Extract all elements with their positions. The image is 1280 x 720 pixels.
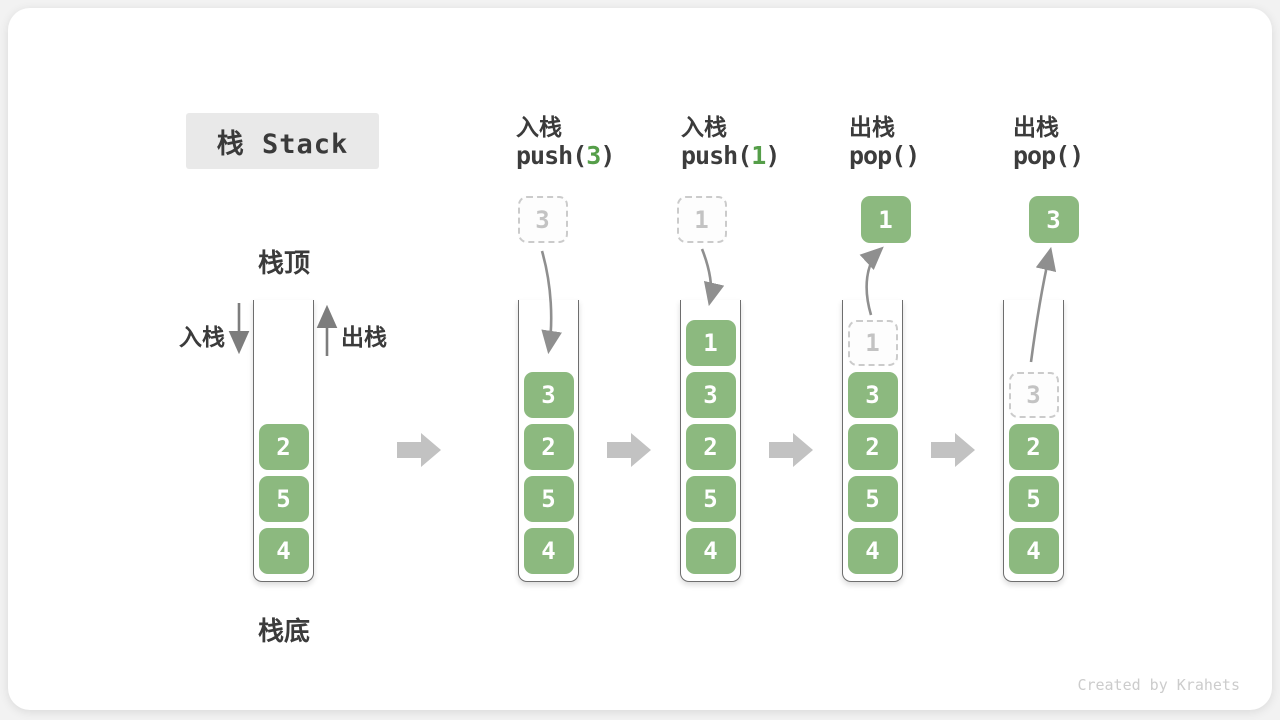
stack-after-push-1-operation-label: 入栈 — [681, 114, 727, 140]
diagram-title: 栈 Stack — [186, 113, 379, 169]
stack-initial-cell: 4 — [258, 528, 309, 574]
pop-direction-label: 出栈 — [341, 324, 387, 350]
code-text: pop() — [849, 141, 920, 170]
watermark: Created by Krahets — [1077, 676, 1240, 694]
stack-top-label: 栈顶 — [257, 248, 310, 278]
stack-after-push-3-cell: 3 — [523, 372, 574, 418]
code-text: pop() — [1013, 141, 1084, 170]
stack-after-push-1-cell: 1 — [685, 320, 736, 366]
code-argument: 1 — [751, 141, 766, 170]
stack-after-pop-3-cell: 3 — [1008, 372, 1059, 418]
stack-after-push-1-code-label: push(1) — [681, 141, 780, 170]
stack-after-push-1-floating-value: 1 — [676, 196, 727, 243]
stack-after-pop-3-cell: 5 — [1008, 476, 1059, 522]
stack-after-pop-1-cell: 2 — [847, 424, 898, 470]
stack-after-push-1-cell: 3 — [685, 372, 736, 418]
push-direction-label: 入栈 — [179, 324, 225, 350]
stack-after-pop-1-cell: 3 — [847, 372, 898, 418]
stack-after-push-3-code-label: push(3) — [516, 141, 615, 170]
code-text: push( — [681, 141, 752, 170]
stack-after-pop-3-floating-value: 3 — [1028, 196, 1079, 243]
code-text: ) — [765, 141, 780, 170]
stack-after-pop-1-code-label: pop() — [849, 141, 920, 170]
stack-after-push-3-cell: 2 — [523, 424, 574, 470]
stack-after-push-1-cell: 4 — [685, 528, 736, 574]
code-text: push( — [516, 141, 587, 170]
stack-after-push-1-cell: 5 — [685, 476, 736, 522]
stack-after-pop-1-cell: 4 — [847, 528, 898, 574]
stack-after-pop-3-cell: 2 — [1008, 424, 1059, 470]
stack-after-pop-3-code-label: pop() — [1013, 141, 1084, 170]
stack-after-pop-3-operation-label: 出栈 — [1013, 114, 1059, 140]
stack-after-pop-1-floating-value: 1 — [860, 196, 911, 243]
stack-after-push-1-cell: 2 — [685, 424, 736, 470]
stack-bottom-label: 栈底 — [257, 616, 310, 646]
code-argument: 3 — [586, 141, 601, 170]
stack-initial-cell: 5 — [258, 476, 309, 522]
stack-initial-cell: 2 — [258, 424, 309, 470]
stack-after-push-3-operation-label: 入栈 — [516, 114, 562, 140]
stack-after-pop-1-operation-label: 出栈 — [849, 114, 895, 140]
stack-after-push-3-cell: 4 — [523, 528, 574, 574]
stack-after-pop-1-cell: 1 — [847, 320, 898, 366]
code-text: ) — [600, 141, 615, 170]
stack-after-push-3-floating-value: 3 — [517, 196, 568, 243]
stack-after-push-3-cell: 5 — [523, 476, 574, 522]
stack-after-pop-1-cell: 5 — [847, 476, 898, 522]
stack-after-pop-3-cell: 4 — [1008, 528, 1059, 574]
